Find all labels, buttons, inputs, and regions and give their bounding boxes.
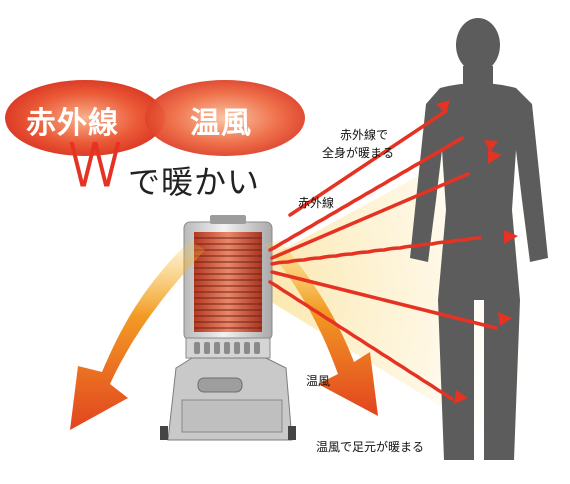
warm-air-badge-label: 温風: [190, 106, 252, 141]
label-infrared-body-1: 赤外線で: [340, 128, 389, 142]
label-warm-air: 温風: [306, 374, 331, 388]
label-infrared-body-2: 全身が暖まる: [322, 146, 395, 160]
label-warm-air-feet: 温風で足元が暖まる: [316, 440, 425, 454]
warm-air-arrow-left: [70, 240, 205, 430]
infrared-badge-label: 赤外線: [26, 106, 119, 141]
infrared-ray-2: [270, 172, 470, 260]
headline-text: で暖かい: [128, 163, 261, 201]
label-infrared: 赤外線: [298, 196, 335, 210]
heater: [160, 215, 296, 441]
infrared-ray-upper: [288, 109, 448, 217]
infrared-ray-1: [268, 136, 464, 252]
warm-air-arrow-right: [264, 240, 378, 416]
infrared-ray-4: [270, 270, 498, 330]
infrared-arrowheads: [436, 100, 518, 404]
infrared-ray-3: [270, 236, 482, 266]
headline-w: W: [65, 131, 126, 201]
infrared-ray-5: [268, 280, 454, 401]
infrared-rays: [268, 136, 498, 401]
infrared-badge: [5, 80, 165, 156]
person-silhouette: [410, 18, 548, 460]
warm-air-badge: [145, 80, 305, 156]
